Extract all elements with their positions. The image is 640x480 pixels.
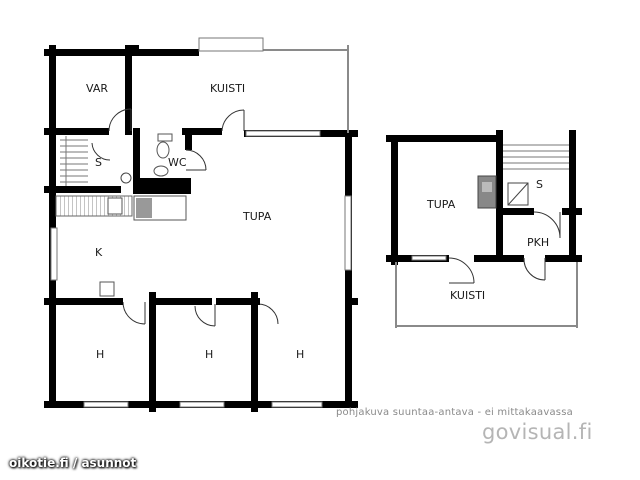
sauna-building [386,130,582,328]
room-label-h3: H [296,348,304,361]
disclaimer-text: pohjakuva suuntaa-antava - ei mittakaava… [336,407,573,418]
room-label-s: S [95,156,102,169]
source-watermark: oikotie.fi / asunnot [9,456,137,470]
wall [391,135,499,142]
stove-block [136,198,152,218]
wall [496,130,503,262]
wall [49,49,199,56]
mark [99,281,115,297]
wall [216,298,260,305]
room-label-var: VAR [86,82,108,95]
porch-wall [347,45,349,133]
porch-wall [395,262,397,328]
heater [120,172,132,184]
sauna-label-tupa: TUPA [426,198,456,211]
wall [49,298,123,305]
wall [49,45,56,408]
wall [498,208,534,215]
wall [569,130,576,262]
brand-logo-text: govisual.fi [482,420,593,444]
main-building [44,37,358,412]
room-label-wc: WC [168,156,187,169]
wall [185,128,192,150]
wc-toilet [156,141,170,159]
fixture [133,178,191,194]
wall [49,128,109,135]
sauna-label-pkh: PKH [527,236,549,249]
room-label-k: K [95,246,103,259]
room-labels: VAR KUISTI S WC TUPA K H H H TUPA S PKH … [86,82,549,361]
wall [125,45,139,52]
porch-wall [199,49,349,51]
porch-window [198,37,264,52]
room-label-h1: H [96,348,104,361]
wall [182,128,222,135]
porch-window [411,255,447,261]
wc-sink [157,133,173,142]
wall [562,208,578,215]
fridge [107,197,123,215]
wall [474,255,524,262]
room-label-tupa: TUPA [242,210,272,223]
stove-top [482,182,492,192]
sauna-label-s: S [536,178,543,191]
wall [150,298,212,305]
wall [391,135,398,265]
wall [251,292,258,408]
porch-wall [576,262,578,328]
wc-basin [153,165,169,177]
wall [133,128,140,188]
bench [60,136,88,186]
sauna-label-kuisti: KUISTI [450,289,485,302]
wall [149,292,156,408]
room-label-kuisti: KUISTI [210,82,245,95]
porch-wall [395,325,577,327]
wall [545,255,579,262]
wall [49,186,121,193]
wall [345,298,358,305]
wall [125,45,132,135]
room-label-h2: H [205,348,213,361]
